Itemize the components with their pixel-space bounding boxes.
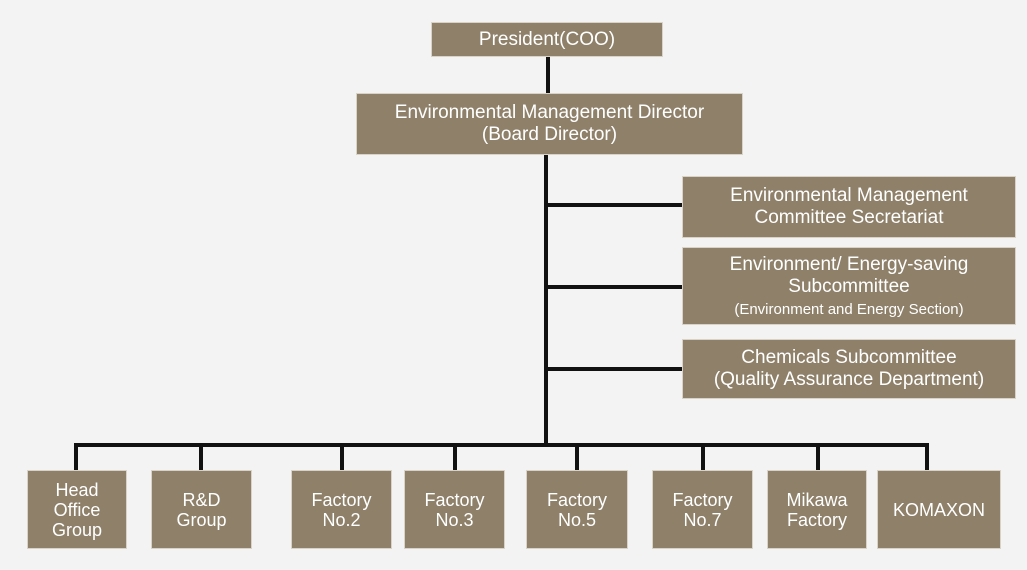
director-title: Environmental Management Director	[394, 102, 705, 123]
president-box: President(COO)	[431, 22, 663, 57]
committee-secretariat-box: Environmental Management Committee Secre…	[682, 176, 1016, 238]
chemicals-subcommittee-line2: (Quality Assurance Department)	[713, 369, 985, 390]
unit-factory-no-7: Factory No.7	[652, 470, 753, 549]
connector-president-director	[546, 56, 550, 94]
unit-factory-3-line1: Factory	[424, 489, 485, 510]
unit-head-office-group: Head Office Group	[27, 470, 127, 549]
connector-unit-factory-3	[453, 443, 457, 471]
director-subtitle: (Board Director)	[481, 124, 618, 145]
unit-factory-7-line2: No.7	[683, 509, 722, 530]
energy-subcommittee-note: (Environment and Energy Section)	[734, 300, 964, 318]
connector-unit-head-office	[74, 443, 78, 471]
connector-bottom-horizontal	[74, 443, 929, 447]
connector-unit-mikawa	[816, 443, 820, 471]
unit-factory-5-line1: Factory	[546, 489, 607, 510]
connector-unit-factory-5	[575, 443, 579, 471]
chemicals-subcommittee-box: Chemicals Subcommittee (Quality Assuranc…	[682, 339, 1016, 399]
connector-main-vertical	[544, 154, 548, 446]
connector-unit-factory-7	[701, 443, 705, 471]
unit-head-office-line3: Group	[51, 519, 103, 540]
connector-committee-secretariat	[548, 203, 684, 207]
unit-komaxon: KOMAXON	[877, 470, 1001, 549]
unit-factory-2-line2: No.2	[322, 509, 361, 530]
unit-rd-line1: R&D	[182, 489, 221, 510]
connector-unit-rd	[199, 443, 203, 471]
unit-factory-2-line1: Factory	[311, 489, 372, 510]
unit-rd-line2: Group	[176, 509, 227, 530]
connector-energy-subcommittee	[548, 285, 684, 289]
unit-factory-3-line2: No.3	[435, 509, 474, 530]
unit-komaxon-line1: KOMAXON	[892, 499, 985, 520]
energy-subcommittee-line1: Environment/ Energy-saving	[729, 253, 969, 275]
unit-head-office-line2: Office	[53, 499, 101, 520]
energy-subcommittee-line2: Subcommittee	[788, 275, 910, 297]
connector-unit-komaxon	[925, 443, 929, 471]
unit-mikawa-line1: Mikawa	[786, 489, 848, 510]
unit-mikawa-line2: Factory	[786, 509, 847, 530]
unit-head-office-line1: Head	[55, 479, 99, 500]
unit-factory-5-line2: No.5	[557, 509, 597, 530]
energy-subcommittee-box: Environment/ Energy-saving Subcommittee …	[682, 247, 1016, 325]
unit-mikawa-factory: Mikawa Factory	[767, 470, 867, 549]
unit-factory-no-2: Factory No.2	[291, 470, 392, 549]
chemicals-subcommittee-line1: Chemicals Subcommittee	[741, 347, 957, 368]
environmental-management-director-box: Environmental Management Director (Board…	[356, 93, 743, 155]
unit-factory-7-line1: Factory	[672, 489, 733, 510]
connector-unit-factory-2	[340, 443, 344, 471]
committee-secretariat-line1: Environmental Management	[730, 185, 968, 206]
unit-factory-no-3: Factory No.3	[404, 470, 505, 549]
committee-secretariat-line2: Committee Secretariat	[754, 207, 944, 228]
unit-factory-no-5: Factory No.5	[526, 470, 628, 549]
connector-chemicals-subcommittee	[548, 367, 684, 371]
president-label: President(COO)	[478, 28, 616, 50]
unit-rd-group: R&D Group	[151, 470, 252, 549]
